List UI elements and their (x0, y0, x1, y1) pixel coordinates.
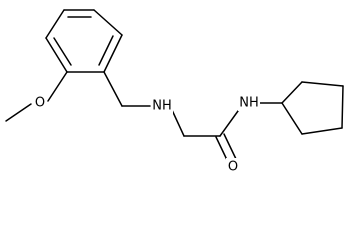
methoxy-group (5, 71, 68, 122)
cyclopentane-bond (341, 85, 344, 129)
ring-inner-double-bond (53, 37, 72, 66)
carbonyl-double-bond (223, 133, 237, 160)
cyclopentane-bond (301, 127, 343, 135)
label-background (238, 94, 260, 111)
cyclopentane-bond (301, 81, 344, 87)
oxygen-to-methyl-bond (5, 103, 32, 122)
ring-to-oxygen-bond (47, 71, 68, 102)
ring-bond (93, 9, 123, 36)
atom-amine-nh: NH (151, 97, 173, 114)
ring-bond (103, 34, 123, 73)
amide-nh-label: NH (239, 96, 259, 111)
methoxy-oxygen-label: O (35, 96, 45, 111)
cyclopentane-bond (281, 102, 303, 135)
ring-to-ch2-bond (103, 71, 123, 107)
ring-bond (45, 9, 65, 39)
cyclopentane-ring (281, 81, 344, 135)
ring-bond (45, 37, 68, 73)
amine-nh-label: NH (152, 99, 172, 114)
atom-carbonyl-oxygen: O (226, 158, 240, 175)
carbonyl-oxygen-label: O (228, 160, 238, 175)
carbonyl-double-bond (215, 136, 229, 163)
cyclopentane-bond (281, 81, 303, 104)
ring-inner-double-bond (98, 35, 114, 66)
benzylamine-linkage (103, 71, 221, 137)
label-background (151, 97, 173, 114)
label-background (226, 158, 240, 175)
carbonyl-to-nh-bond (219, 110, 239, 137)
benzene-ring (45, 9, 123, 73)
label-background (33, 94, 47, 111)
amide-group (215, 102, 283, 163)
chemical-structure-diagram: O NH NH O (5, 9, 344, 175)
atom-methoxy-oxygen: O (33, 94, 47, 111)
atom-amide-nh: NH (238, 94, 260, 111)
nh-to-ch2-bond (171, 109, 185, 137)
